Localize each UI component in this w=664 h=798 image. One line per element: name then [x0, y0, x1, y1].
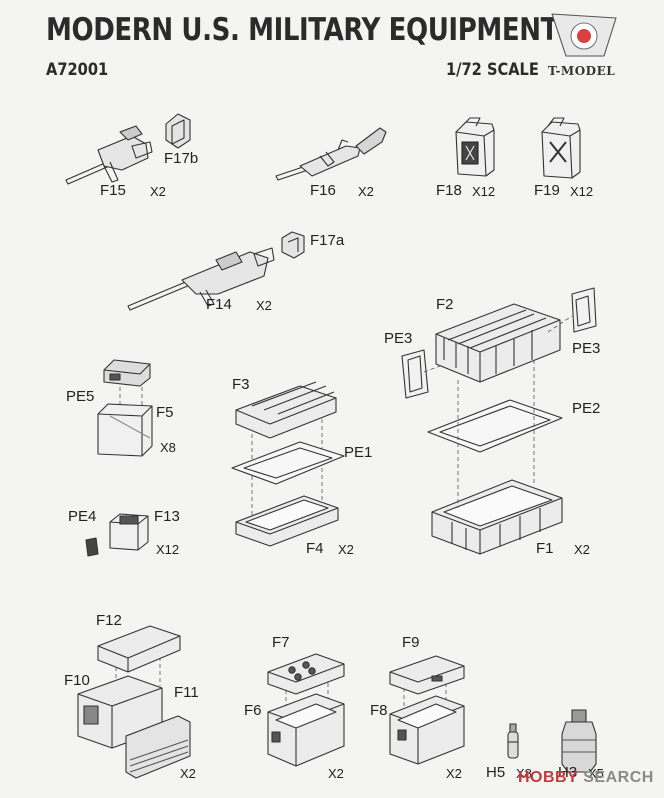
label-pe5: PE5	[66, 388, 95, 405]
part-f4-base	[235, 495, 339, 547]
product-code: A72001	[46, 60, 109, 80]
part-h5-bottle	[507, 723, 519, 759]
label-f2: F2	[436, 296, 454, 313]
qty-f16: X2	[358, 184, 374, 199]
part-pe1-gasket	[231, 441, 345, 485]
part-f11-panel	[125, 715, 191, 779]
watermark-search: SEARCH	[583, 769, 654, 786]
part-f14-heavy-machine-gun	[127, 247, 275, 311]
qty-h3: X5	[588, 766, 604, 781]
label-f4: F4	[306, 540, 324, 557]
part-pe4-plate	[85, 537, 99, 557]
qty-f14: X2	[256, 298, 272, 313]
label-pe3-right: PE3	[572, 340, 601, 357]
part-pe2-gasket	[427, 399, 563, 453]
label-pe2: PE2	[572, 400, 601, 417]
part-f8-cooler	[389, 695, 465, 765]
part-f15-machine-gun	[65, 125, 153, 185]
part-h3-water-jug	[561, 709, 597, 773]
page-title: MODERN U.S. MILITARY EQUIPMENT	[46, 12, 558, 48]
label-f17b: F17b	[164, 150, 199, 167]
qty-f6: X2	[328, 766, 344, 781]
label-f1: F1	[536, 540, 554, 557]
label-pe4: PE4	[68, 508, 97, 525]
label-f10: F10	[64, 672, 90, 689]
part-f19-jerrycan	[541, 117, 581, 179]
brand-name: T-MODEL	[548, 64, 616, 78]
label-f3: F3	[232, 376, 250, 393]
qty-f15: X2	[150, 184, 166, 199]
qty-f8: X2	[446, 766, 462, 781]
label-pe3-left: PE3	[384, 330, 413, 347]
qty-f18: X12	[472, 184, 496, 199]
watermark-hobby: HOBBY	[518, 769, 579, 786]
label-f12: F12	[96, 612, 122, 629]
label-f18: F18	[436, 182, 462, 199]
label-f11: F11	[174, 684, 199, 701]
part-f2-crate-lid	[435, 303, 561, 383]
label-h5: H5	[486, 764, 506, 781]
part-f17a	[281, 231, 305, 259]
label-f6: F6	[244, 702, 262, 719]
part-f5-box	[97, 403, 153, 457]
label-f9: F9	[402, 634, 420, 651]
part-f3-lid	[235, 381, 337, 439]
label-f16: F16	[310, 182, 336, 199]
part-f1-crate-base	[431, 479, 563, 555]
qty-f1: X2	[574, 542, 590, 557]
qty-f13: X12	[156, 542, 180, 557]
label-f17a: F17a	[310, 232, 345, 249]
part-pe3-right-plate	[571, 287, 597, 333]
scale-label: 1/72 SCALE	[446, 60, 539, 80]
brand-logo	[551, 13, 617, 57]
qty-f10-f11: X2	[180, 766, 196, 781]
label-f19: F19	[534, 182, 560, 199]
qty-f4: X2	[338, 542, 354, 557]
part-f16-rifle	[275, 127, 387, 181]
label-f5: F5	[156, 404, 174, 421]
part-pe5-lid	[103, 359, 151, 387]
label-f7: F7	[272, 634, 290, 651]
qty-h5: X8	[516, 766, 532, 781]
label-h3: H3	[558, 764, 578, 781]
part-f7-lid	[267, 653, 345, 695]
part-pe3-left-plate	[401, 349, 429, 399]
part-f13-box	[109, 513, 149, 551]
part-f18-jerrycan	[455, 117, 495, 177]
label-f8: F8	[370, 702, 388, 719]
watermark: HOBBY SEARCH	[518, 769, 654, 787]
qty-f19: X12	[570, 184, 594, 199]
qty-f5: X8	[160, 440, 176, 455]
label-f15: F15	[100, 182, 126, 199]
part-f12-lid	[97, 625, 181, 673]
label-f13: F13	[154, 508, 180, 525]
label-pe1: PE1	[344, 444, 373, 461]
label-f14: F14	[206, 296, 232, 313]
part-f17b	[165, 113, 191, 149]
part-f9-lid	[389, 655, 465, 695]
part-f6-cooler	[267, 693, 345, 767]
